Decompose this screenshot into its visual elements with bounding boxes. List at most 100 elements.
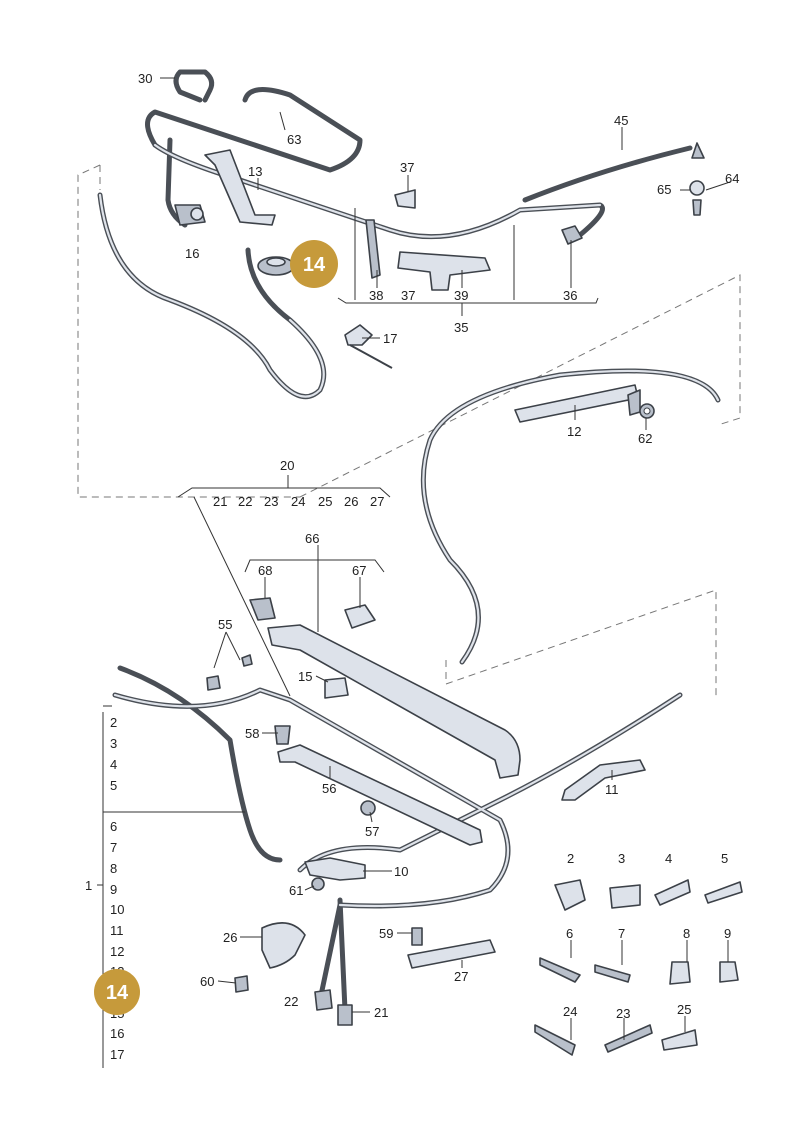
part-tube-38 (365, 219, 381, 279)
list-1-item: 10 (110, 902, 124, 917)
part-clamp-17 (344, 324, 393, 369)
callout-20-23: 23 (264, 494, 278, 509)
highlight-badge-bottom[interactable]: 14 (94, 969, 140, 1015)
callout-35: 35 (454, 320, 468, 335)
callout-15: 15 (298, 669, 312, 684)
callout-20-25: 25 (318, 494, 332, 509)
callout-16: 16 (185, 246, 199, 261)
callout-20: 20 (280, 458, 294, 473)
list-1-item: 6 (110, 819, 117, 834)
callout-20-21: 21 (213, 494, 227, 509)
callout-45: 45 (614, 113, 628, 128)
callout-labels: 30 63 13 16 37 38 37 39 36 35 45 64 65 1… (85, 71, 739, 1020)
part-valve-16 (174, 204, 206, 226)
callout-3: 3 (618, 851, 625, 866)
callout-11: 11 (605, 782, 619, 797)
part-channel-66 (267, 624, 521, 779)
callout-36: 36 (563, 288, 577, 303)
callout-20-27: 27 (370, 494, 384, 509)
callout-37-clip: 37 (400, 160, 414, 175)
callout-68: 68 (258, 563, 272, 578)
part-bolt-60 (234, 975, 249, 993)
part-nozzle-64 (689, 142, 705, 216)
part-bracket-13 (204, 149, 276, 226)
callout-20-22: 22 (238, 494, 252, 509)
part-cap-14-top (257, 256, 295, 276)
list-1-item: 17 (110, 1047, 124, 1062)
part-connector-22 (314, 989, 333, 1011)
part-shield-26 (261, 922, 306, 969)
part-bracket-10 (304, 857, 366, 881)
callout-20-24: 24 (291, 494, 305, 509)
highlight-badge-top[interactable]: 14 (290, 240, 338, 288)
list-1-item: 9 (110, 882, 117, 897)
lower-hose-assembly (112, 665, 683, 1013)
callout-4: 4 (665, 851, 672, 866)
callout-27: 27 (454, 969, 468, 984)
callout-30: 30 (138, 71, 152, 86)
part-fitting-58 (274, 725, 291, 745)
part-screws-55 (206, 654, 253, 691)
middle-assembly-outline (445, 589, 717, 700)
callout-56: 56 (322, 781, 336, 796)
part-rail-56 (277, 744, 483, 846)
callout-60: 60 (200, 974, 214, 989)
callout-1: 1 (85, 878, 92, 893)
part-nut-57 (360, 800, 376, 816)
badge-14-bottom-label: 14 (106, 982, 129, 1004)
callout-66: 66 (305, 531, 319, 546)
part-clamp-15 (324, 677, 349, 699)
part-clip-67 (344, 604, 376, 629)
list-1-item: 2 (110, 715, 117, 730)
callout-22: 22 (284, 994, 298, 1009)
long-crossing-hose (420, 368, 721, 665)
callout-61: 61 (289, 883, 303, 898)
callout-67: 67 (352, 563, 366, 578)
small-parts-grid (534, 879, 743, 1056)
callout-21: 21 (374, 1005, 388, 1020)
callout-55: 55 (218, 617, 232, 632)
part-cap-36 (561, 225, 583, 245)
callout-39: 39 (454, 288, 468, 303)
upper-hose-assembly (97, 69, 693, 400)
part-nut-61 (311, 877, 325, 891)
part-bolt-59 (411, 927, 423, 946)
list-1-item: 7 (110, 840, 117, 855)
callout-2: 2 (567, 851, 574, 866)
callout-38: 38 (369, 288, 383, 303)
callout-5: 5 (721, 851, 728, 866)
callout-57: 57 (365, 824, 379, 839)
callout-65: 65 (657, 182, 671, 197)
callout-7: 7 (618, 926, 625, 941)
callout-9: 9 (724, 926, 731, 941)
callout-25: 25 (677, 1002, 691, 1017)
leader-lines (97, 77, 731, 1068)
callout-62: 62 (638, 431, 652, 446)
list-1-item: 12 (110, 944, 124, 959)
callout-64: 64 (725, 171, 739, 186)
part-rail-27 (407, 939, 496, 969)
part-rail-12 (514, 384, 641, 423)
list-1-item: 5 (110, 778, 117, 793)
list-1-item: 8 (110, 861, 117, 876)
callout-6: 6 (566, 926, 573, 941)
list-1-item: 11 (110, 923, 124, 938)
part-clip-37 (394, 189, 416, 209)
callout-17-top: 17 (383, 331, 397, 346)
callout-26: 26 (223, 930, 237, 945)
callout-8: 8 (683, 926, 690, 941)
callout-20-26: 26 (344, 494, 358, 509)
list-1-item: 16 (110, 1026, 124, 1041)
callout-23: 23 (616, 1006, 630, 1021)
callout-58: 58 (245, 726, 259, 741)
list-1-item: 3 (110, 736, 117, 751)
callout-37: 37 (401, 288, 415, 303)
callout-24: 24 (563, 1004, 577, 1019)
callout-63: 63 (287, 132, 301, 147)
part-clip-68 (249, 597, 276, 621)
list-1-item: 4 (110, 757, 117, 772)
callout-12: 12 (567, 424, 581, 439)
badge-14-top-label: 14 (303, 254, 326, 276)
callout-59: 59 (379, 926, 393, 941)
